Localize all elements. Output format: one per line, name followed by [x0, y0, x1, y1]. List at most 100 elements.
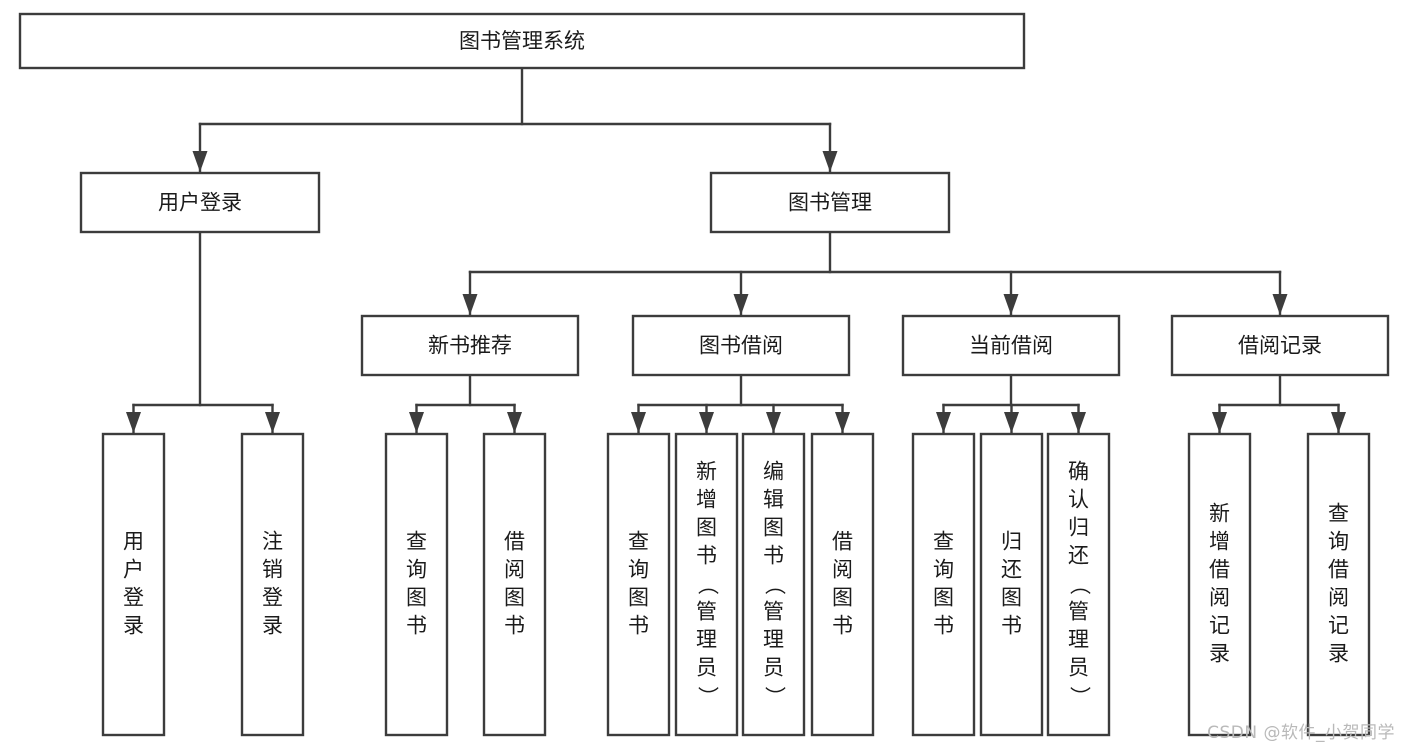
- arrow-head-icon: [507, 412, 522, 433]
- svg-text:归: 归: [1001, 530, 1022, 554]
- svg-text:图: 图: [1001, 586, 1022, 610]
- connector-group: [1212, 373, 1346, 435]
- svg-text:户: 户: [123, 558, 144, 582]
- svg-text:（: （: [763, 574, 787, 595]
- svg-text:阅: 阅: [1209, 586, 1230, 610]
- node-user-login[interactable]: 用户登录: [79, 171, 321, 234]
- leaf-edit-book-admin-box: [741, 432, 806, 737]
- svg-text:书: 书: [504, 614, 525, 638]
- svg-text:理: 理: [696, 628, 717, 652]
- svg-text:图: 图: [763, 516, 784, 540]
- arrow-head-icon: [835, 412, 850, 433]
- svg-text:阅: 阅: [1328, 586, 1349, 610]
- svg-text:图: 图: [696, 516, 717, 540]
- node-new-book-recommend-box: [360, 314, 580, 377]
- nodes-layer: 图书管理系统用户登录图书管理新书推荐图书借阅当前借阅借阅记录用户登录注销登录查询…: [18, 12, 1390, 737]
- svg-text:销: 销: [262, 558, 283, 582]
- node-user-login-label: 用户登录: [158, 191, 242, 215]
- svg-text:书: 书: [696, 544, 717, 568]
- arrow-head-icon: [192, 151, 208, 172]
- leaf-user-login[interactable]: 用户登录: [101, 432, 166, 737]
- svg-text:增: 增: [1209, 530, 1230, 554]
- svg-text:询: 询: [406, 558, 427, 582]
- svg-text:员: 员: [763, 656, 784, 680]
- svg-text:用: 用: [123, 530, 144, 554]
- leaf-query-books-recommend-box: [384, 432, 449, 737]
- svg-text:）: ）: [1068, 686, 1092, 707]
- arrow-head-icon: [631, 412, 646, 433]
- leaf-user-login-label: 用户登录: [123, 530, 144, 638]
- arrow-head-icon: [1004, 412, 1019, 433]
- node-book-management[interactable]: 图书管理: [709, 171, 951, 234]
- leaf-add-book-admin-box: [674, 432, 739, 737]
- svg-text:管: 管: [1068, 600, 1089, 624]
- node-book-borrow-label: 图书借阅: [699, 334, 783, 358]
- svg-text:管: 管: [763, 600, 784, 624]
- svg-text:员: 员: [1068, 656, 1089, 680]
- svg-text:图: 图: [628, 586, 649, 610]
- arrow-head-icon: [462, 294, 478, 315]
- svg-text:书: 书: [832, 614, 853, 638]
- svg-text:图: 图: [832, 586, 853, 610]
- node-borrow-record-box: [1170, 314, 1390, 377]
- svg-text:书: 书: [763, 544, 784, 568]
- svg-text:图: 图: [504, 586, 525, 610]
- arrow-head-icon: [822, 151, 838, 172]
- svg-text:注: 注: [262, 530, 283, 554]
- svg-text:借: 借: [1328, 558, 1349, 582]
- node-current-borrow[interactable]: 当前借阅: [901, 314, 1121, 377]
- arrow-head-icon: [126, 412, 141, 433]
- svg-text:录: 录: [262, 614, 283, 638]
- node-borrow-record-label: 借阅记录: [1238, 334, 1322, 358]
- svg-text:查: 查: [406, 530, 427, 554]
- svg-text:员: 员: [696, 656, 717, 680]
- node-root-library-system-box: [18, 12, 1026, 70]
- node-borrow-record[interactable]: 借阅记录: [1170, 314, 1390, 377]
- node-user-login-box: [79, 171, 321, 234]
- svg-text:书: 书: [406, 614, 427, 638]
- arrow-head-icon: [699, 412, 714, 433]
- svg-text:编: 编: [763, 460, 784, 484]
- arrow-head-icon: [766, 412, 781, 433]
- node-new-book-recommend[interactable]: 新书推荐: [360, 314, 580, 377]
- svg-text:（: （: [696, 574, 720, 595]
- svg-text:管: 管: [696, 600, 717, 624]
- leaf-borrow-books-recommend-box: [482, 432, 547, 737]
- svg-text:书: 书: [628, 614, 649, 638]
- svg-text:询: 询: [628, 558, 649, 582]
- leaf-user-login-box: [101, 432, 166, 737]
- svg-text:确: 确: [1068, 460, 1089, 484]
- svg-text:（: （: [1068, 574, 1092, 595]
- svg-text:书: 书: [933, 614, 954, 638]
- node-book-borrow[interactable]: 图书借阅: [631, 314, 851, 377]
- svg-text:录: 录: [123, 614, 144, 638]
- svg-text:询: 询: [1328, 530, 1349, 554]
- svg-text:录: 录: [1209, 642, 1230, 666]
- connectors-layer: [126, 66, 1346, 435]
- leaf-query-borrow-record-box: [1306, 432, 1371, 737]
- connector-group: [631, 373, 850, 435]
- connector-group: [126, 230, 280, 435]
- svg-text:图: 图: [933, 586, 954, 610]
- connector-group: [409, 373, 522, 435]
- node-root-library-system[interactable]: 图书管理系统: [18, 12, 1026, 70]
